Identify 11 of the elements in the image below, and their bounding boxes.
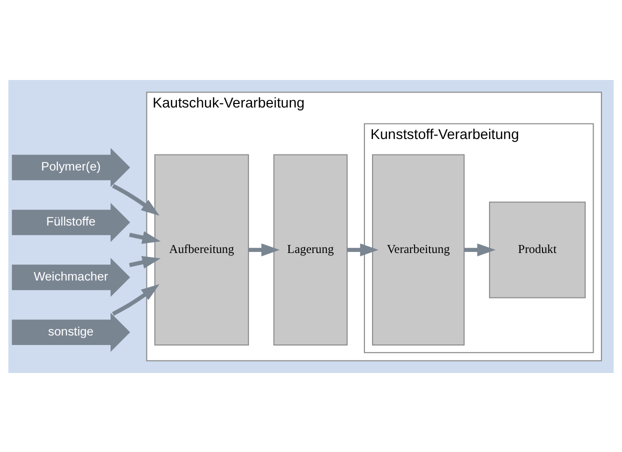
- arrow: [112, 284, 160, 316]
- node-box: Lagerung: [273, 154, 348, 346]
- arrow: [464, 242, 496, 256]
- arrow: [129, 230, 161, 244]
- arrow: [347, 242, 378, 256]
- arrow: [112, 184, 160, 216]
- node-box: Verarbeitung: [372, 154, 465, 346]
- arrow: [129, 255, 161, 268]
- node-box: Produkt: [489, 201, 586, 298]
- node-box: Aufbereitung: [154, 154, 249, 346]
- arrow: [248, 242, 280, 256]
